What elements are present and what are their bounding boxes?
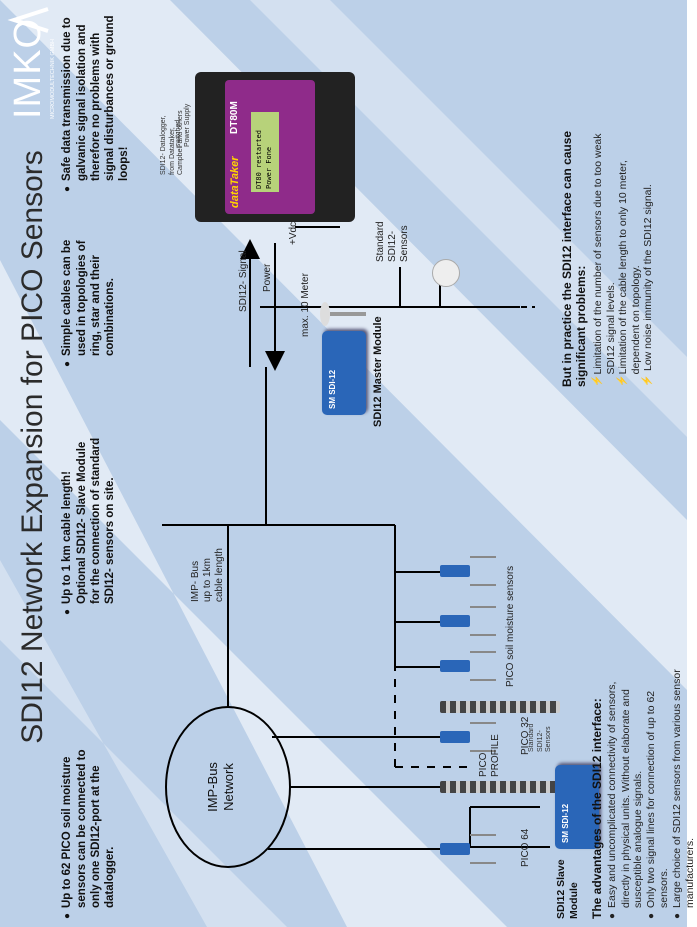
advantages-list: Easy and uncomplicated connectivity of s… [606, 669, 697, 919]
imp-bus-length-label: IMP- Bus up to 1km cable length [190, 522, 226, 602]
slave-label-2: Module [568, 882, 580, 919]
logo-lambda-icon [7, 7, 49, 33]
advantage-item-3: Large choice of SDI12 sensors from vario… [671, 669, 697, 919]
pico-profile-probe [440, 781, 560, 793]
imko-logo: IMKO MICROMODULTECHNIK GMBH [7, 7, 68, 119]
imp-bus-label-1: IMP- Bus [190, 560, 201, 602]
slave-sensors-label: Standard SDI12- Sensors [528, 724, 554, 752]
problem-item-1: Limitation of the number of sensors due … [592, 133, 617, 375]
slave-module-label: SDI12 Slave Module [555, 859, 581, 919]
logger-screen: DT80 restarted Power Fone [251, 112, 279, 192]
datalogger-note-3: Campbell and others [177, 110, 184, 175]
soil-sensor-1 [440, 648, 500, 684]
dome-sensor-icon [432, 259, 460, 287]
advantages-section: The advantages of the SDI12 interface: E… [590, 669, 697, 919]
profile-label-2: PROFILE [490, 734, 501, 777]
slave-sensors-label-3: Sensors [545, 726, 552, 752]
slave-label-1: SDI12 Slave [555, 859, 567, 919]
datalogger-note-1: SDI12- Datalogger, [160, 115, 167, 175]
master-module-label: SDI12 Master Module [372, 316, 384, 427]
profile-probe-2 [440, 701, 560, 713]
lightning-icon: ⚡ [592, 374, 603, 387]
slave-module-text: SM SDI-12 [561, 803, 570, 843]
max-length-label: max. 10 Meter [300, 273, 311, 337]
lightning-icon: ⚡ [642, 374, 653, 387]
pico64-sensor [440, 831, 500, 867]
master-module-text: SM SDI-12 [328, 369, 337, 409]
soil-sensor-3 [440, 553, 500, 589]
advantage-item-2: Only two signal lines for connection of … [645, 669, 671, 919]
power-label: Power [262, 263, 273, 292]
pico-profile-label: PICO PROFILE [478, 734, 502, 777]
datalogger-note-2: from Datataker, [168, 127, 176, 175]
datalogger-note: SDI12- Datalogger, from Datataker, Campb… [160, 110, 186, 175]
standard-sensors-label: Standard SDI12- Sensors [375, 221, 411, 262]
soil-sensor-2 [440, 603, 500, 639]
logger-screen-line1: DT80 restarted [255, 129, 263, 189]
imp-bus-label-3: cable length [214, 548, 225, 602]
pico64-label: PICO 64 [520, 828, 531, 867]
logger-screen-line2: Power Fone [265, 146, 273, 189]
logger-brand: dataTaker [229, 156, 241, 208]
problem-item-3: Low noise immunity of the SDI12 signal. [642, 184, 654, 371]
slave-sensors-label-1: Standard [528, 723, 535, 752]
slave-sensors-label-2: SDI12- [536, 730, 544, 752]
sdi12-master-module: SM SDI-12 [322, 331, 366, 415]
standard-sensors-3: Sensors [399, 225, 410, 262]
logger-model: DT80M [229, 101, 240, 134]
datalogger-panel: dataTaker DT80M DT80 restarted Power Fon… [225, 80, 315, 214]
imp-bus-label-2: up to 1km [202, 558, 213, 602]
soil-sensors-label: PICO soil moisture sensors [505, 565, 516, 687]
advantage-item-1: Easy and uncomplicated connectivity of s… [606, 669, 645, 919]
imp-bus-network-label: IMP-Bus Network [205, 747, 237, 827]
advantages-heading: The advantages of the SDI12 interface: [590, 698, 604, 919]
weather-sensor-icon [320, 299, 370, 329]
datalogger-device: dataTaker DT80M DT80 restarted Power Fon… [195, 72, 355, 222]
sdi12-signal-label: SDI12- Signal [238, 250, 249, 312]
profile-label-1: PICO [478, 752, 489, 777]
network-label-1: IMP-Bus [205, 762, 220, 812]
problem-item-2: Limitation of the cable length to only 1… [617, 160, 642, 375]
problems-section: But in practice the SDI12 interface can … [560, 117, 655, 387]
problems-list: ⚡Limitation of the number of sensors due… [592, 117, 655, 387]
standard-sensors-2: SDI12- [387, 230, 398, 262]
problems-heading: But in practice the SDI12 interface can … [560, 130, 588, 387]
lightning-icon: ⚡ [617, 374, 628, 387]
vdc-label: +Vdc [288, 221, 299, 245]
standard-sensors-1: Standard [375, 221, 386, 262]
network-label-2: Network [221, 763, 236, 811]
